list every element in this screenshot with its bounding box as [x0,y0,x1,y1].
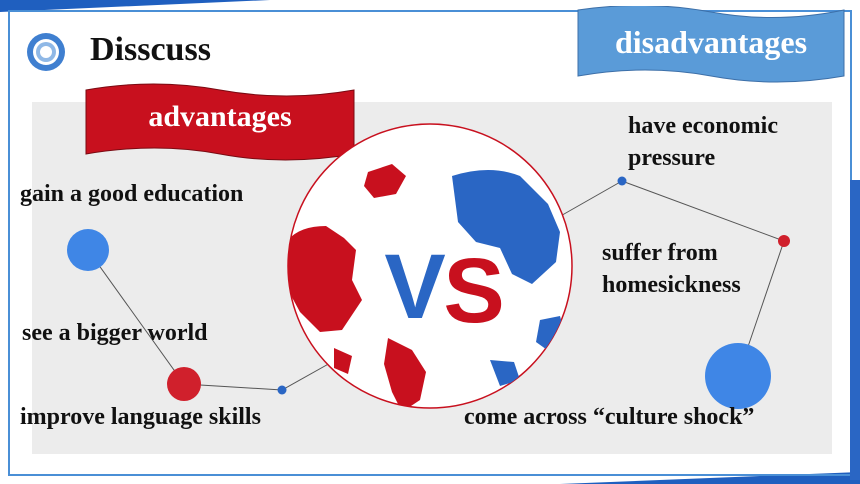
disadvantage-item-3: come across “culture shock” [464,404,755,430]
vs-v-outline: V [384,236,445,338]
globe-icon [287,123,573,409]
disadvantage-item-1: have economic pressure [628,113,778,171]
advantages-banner-label: advantages [148,100,292,133]
advantage-item-1: gain a good education [20,181,244,207]
disadvantage-item-2: suffer from homesickness [602,240,741,298]
vs-s-outline: S [443,240,504,342]
advantages-connector [87,249,333,391]
disadvantages-connector [549,180,785,377]
node-blue-small-right [617,176,627,186]
advantage-item-3: improve language skills [20,404,261,430]
node-red-small-right [778,235,790,247]
corner-decoration-top-left [0,0,270,12]
node-blue-large-right [705,343,771,409]
slide-title: Disscuss [90,31,211,68]
disadvantages-banner-label: disadvantages [614,24,808,60]
right-edge-bar [850,180,860,480]
node-blue-small-left [277,385,287,395]
node-blue-large-left [67,229,109,271]
disadvantages-banner [577,6,845,83]
advantage-item-2: see a bigger world [22,320,208,346]
node-red-medium-left [167,367,201,401]
ring-bullet-icon [27,33,65,71]
vs-v-letter: V [384,236,445,338]
vs-s-letter: S [443,240,504,342]
